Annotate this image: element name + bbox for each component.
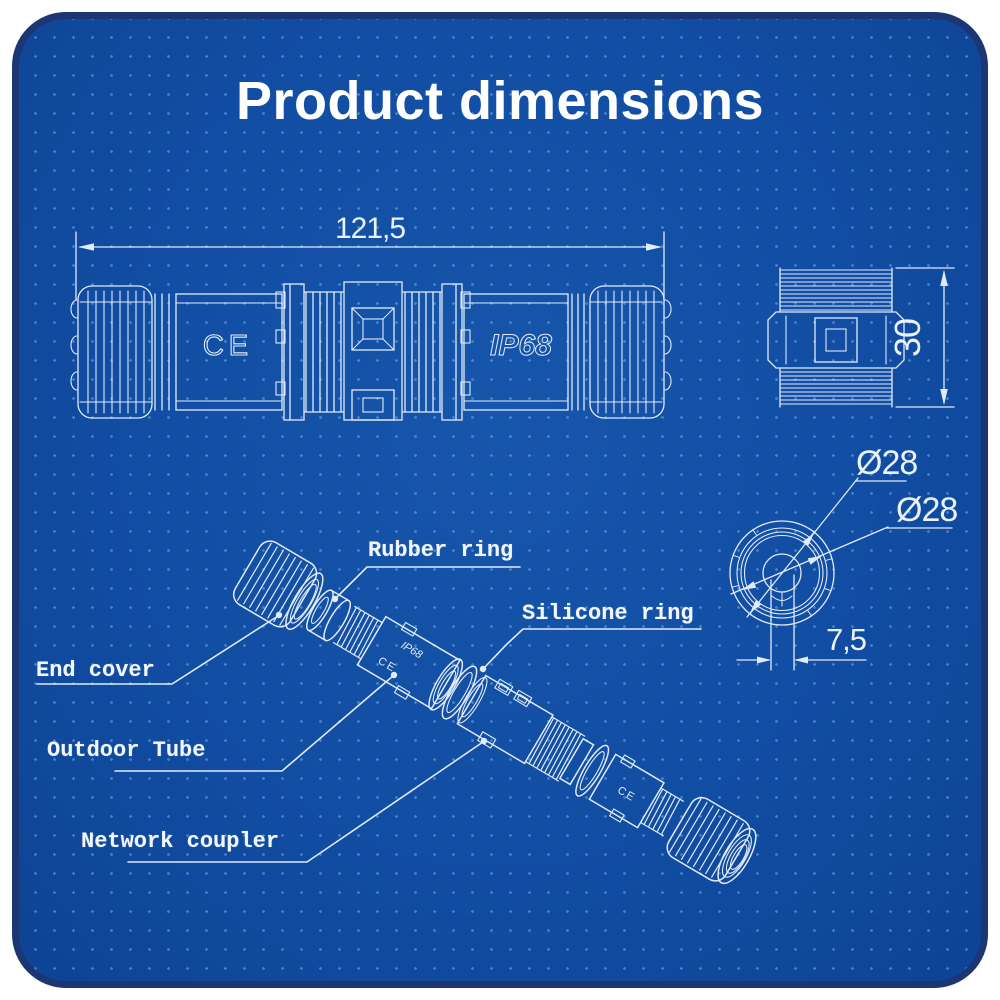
technical-drawing-canvas: 121,5 CE — [36, 212, 958, 885]
page-title: Product dimensions — [235, 71, 765, 131]
dimension-length: 121,5 — [335, 212, 405, 245]
dot-grid-pattern — [19, 19, 981, 981]
leader-network-coupler — [127, 741, 484, 863]
blueprint-card: Product dimensions 121,5 — [12, 12, 988, 988]
leader-outdoor-tube — [114, 675, 394, 772]
dimension-outer-diameter: Ø28 — [856, 444, 917, 482]
leader-rubber-ring — [335, 566, 521, 599]
leader-end-cover — [36, 615, 279, 685]
leader-outer-diameter — [746, 477, 907, 618]
label-leader-lines — [36, 566, 702, 863]
leader-silicone-ring — [483, 628, 702, 669]
exploded-view-drawing: IP68 CE — [232, 540, 757, 885]
ce-marking: CE — [203, 330, 253, 362]
dimension-height: 30 — [887, 319, 928, 357]
leader-dot-network-coupler — [480, 737, 488, 745]
leader-dot-outdoor-tube — [390, 671, 398, 679]
label-end-cover: End cover — [36, 658, 155, 683]
leader-dot-silicone-ring — [479, 665, 487, 673]
exploded-ce-engraving-2: CE — [615, 784, 638, 804]
leader-dot-rubber-ring — [331, 595, 339, 603]
front-view-drawing: Ø28 Ø28 — [729, 444, 958, 671]
dimension-height-lines — [895, 267, 955, 408]
stage: Product dimensions 121,5 — [19, 19, 981, 981]
blueprint-card-inner: Product dimensions 121,5 — [19, 19, 981, 981]
label-rubber-ring: Rubber ring — [368, 538, 514, 563]
leader-inner-diameter — [730, 526, 953, 595]
end-view-drawing: 30 — [767, 267, 955, 408]
label-outdoor-tube: Outdoor Tube — [47, 738, 206, 763]
leader-dot-end-cover — [275, 611, 283, 619]
dimension-offset: 7,5 — [826, 622, 866, 657]
dimension-offset-lines — [736, 574, 867, 671]
label-network-coupler: Network coupler — [81, 829, 280, 854]
dimension-inner-diameter: Ø28 — [896, 491, 957, 529]
ip68-marking: IP68 — [490, 329, 552, 362]
exploded-ip68-engraving: IP68 — [399, 639, 425, 661]
label-silicone-ring: Silicone ring — [522, 601, 694, 626]
side-view-drawing: 121,5 CE — [70, 212, 672, 421]
dimension-length-lines — [75, 231, 665, 301]
